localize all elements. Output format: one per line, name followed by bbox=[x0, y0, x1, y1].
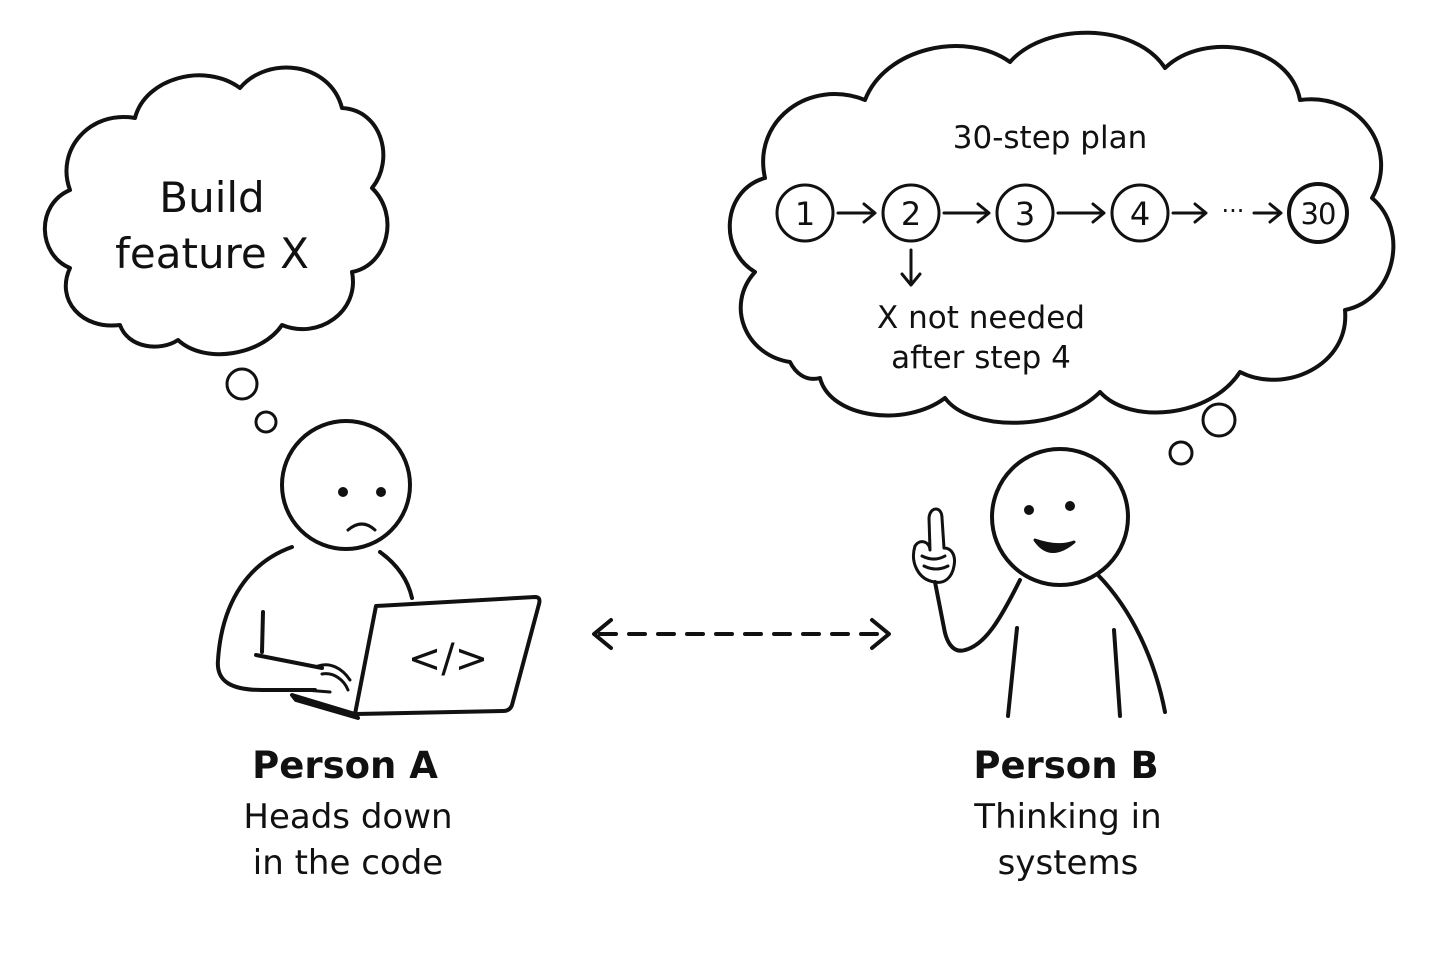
person-a-desc-line2: in the code bbox=[253, 843, 443, 883]
step-ellipsis: ··· bbox=[1222, 197, 1245, 225]
person-b-desc-line1: Thinking in bbox=[973, 797, 1161, 837]
step-node-4: 4 bbox=[1110, 183, 1170, 243]
person-b-figure bbox=[912, 447, 1167, 718]
thought-dot-large-b bbox=[1201, 402, 1237, 438]
person-b-leg-left bbox=[1006, 626, 1019, 718]
person-a-eye-left bbox=[338, 487, 348, 497]
step-node-2: 2 bbox=[881, 183, 941, 243]
step-2-down-arrow bbox=[900, 248, 922, 287]
step-node-30: 30 bbox=[1287, 182, 1349, 244]
person-a-head bbox=[280, 419, 412, 551]
step-node-3: 3 bbox=[995, 183, 1055, 243]
person-b-hand-fold bbox=[920, 554, 950, 571]
person-a-shoulder-right bbox=[378, 550, 414, 600]
person-b-smile bbox=[1033, 538, 1076, 553]
person-b-body-right bbox=[1096, 573, 1167, 714]
thought-a-line1: Build bbox=[159, 173, 264, 222]
person-b-leg-right bbox=[1112, 628, 1122, 718]
step-label-4: 4 bbox=[1130, 195, 1150, 233]
thought-dot-large-a bbox=[225, 367, 259, 401]
thought-cloud-b bbox=[727, 30, 1396, 425]
person-b-hand bbox=[912, 507, 956, 584]
person-a-forearm bbox=[254, 653, 324, 670]
person-b-raised-arm bbox=[933, 578, 1022, 653]
person-b-eye-left bbox=[1024, 505, 1034, 515]
thought-bubble-a: Build feature X bbox=[42, 65, 390, 434]
person-a-figure: </> bbox=[215, 419, 542, 720]
person-b-eye-right bbox=[1065, 501, 1075, 511]
laptop-icon: </> bbox=[290, 595, 542, 720]
thought-dot-small-b bbox=[1168, 440, 1194, 466]
step-arrow-2-3 bbox=[942, 202, 991, 224]
person-a-name: Person A bbox=[252, 744, 438, 787]
person-b-head bbox=[990, 447, 1130, 587]
person-b-desc-line2: systems bbox=[998, 843, 1139, 883]
person-a-inner-arm bbox=[260, 610, 265, 654]
plan-title: 30-step plan bbox=[953, 120, 1147, 156]
thought-dot-small-a bbox=[254, 410, 278, 434]
plan-note-line2: after step 4 bbox=[891, 340, 1071, 376]
step-arrow-3-4 bbox=[1056, 202, 1106, 224]
person-b-name: Person B bbox=[973, 744, 1158, 787]
person-a-frown bbox=[346, 522, 377, 532]
step-label-2: 2 bbox=[901, 195, 921, 233]
step-label-1: 1 bbox=[795, 195, 815, 233]
thought-cloud-a bbox=[42, 65, 390, 357]
person-a-body bbox=[215, 545, 317, 692]
step-arrow-1-2 bbox=[836, 202, 877, 224]
pointing-finger-icon bbox=[912, 507, 956, 584]
person-a-eye-right bbox=[376, 487, 386, 497]
thought-a-line2: feature X bbox=[115, 229, 309, 278]
step-label-30: 30 bbox=[1301, 197, 1336, 231]
step-arrow-4-ellipsis bbox=[1171, 202, 1208, 224]
laptop-base bbox=[290, 693, 360, 720]
person-a-desc-line1: Heads down bbox=[243, 797, 452, 837]
step-label-3: 3 bbox=[1015, 195, 1035, 233]
step-arrow-ellipsis-30 bbox=[1252, 202, 1283, 224]
laptop-code-symbol: </> bbox=[408, 636, 489, 682]
step-node-1: 1 bbox=[775, 183, 835, 243]
person-a-hand bbox=[303, 663, 352, 694]
plan-note-line1: X not needed bbox=[877, 300, 1085, 336]
double-headed-dashed-arrow bbox=[592, 618, 891, 650]
laptop-screen bbox=[353, 595, 542, 716]
thought-bubble-b: 30-step plan 1 2 3 4 30 bbox=[727, 30, 1396, 466]
